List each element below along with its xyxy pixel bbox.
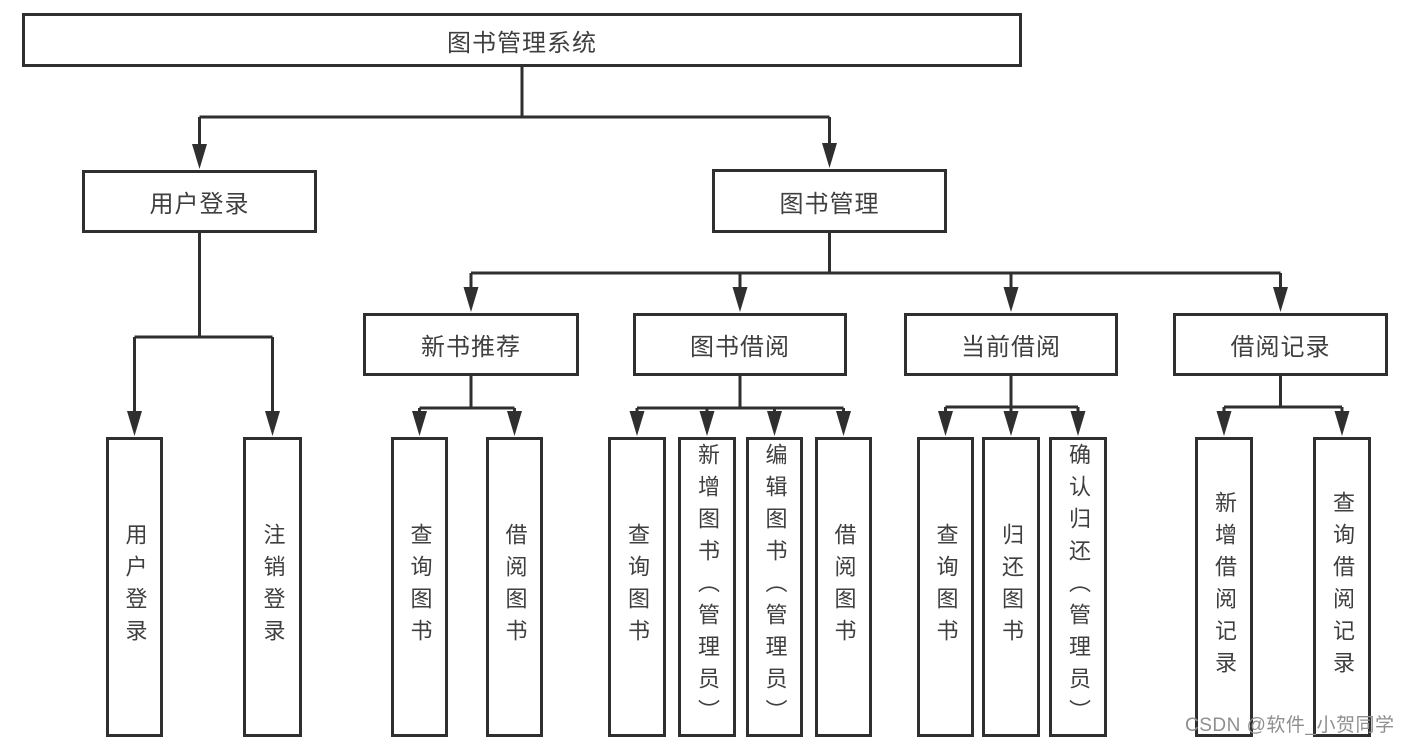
arrowhead-icon bbox=[1003, 411, 1019, 436]
node-leaf-return-book: 归还图书 bbox=[982, 437, 1040, 737]
node-label-leaf-query-book-2: 查询图书 bbox=[625, 523, 650, 651]
node-leaf-query-book-2: 查询图书 bbox=[608, 437, 666, 737]
arrowhead-icon bbox=[1003, 287, 1019, 312]
node-label-leaf-query-borrow-rec: 查询借阅记录 bbox=[1330, 491, 1355, 683]
node-label-leaf-query-book-1: 查询图书 bbox=[407, 523, 433, 651]
node-label-leaf-logout: 注销登录 bbox=[260, 523, 286, 651]
arrowhead-icon bbox=[127, 411, 142, 436]
node-label-leaf-borrow-book-1: 借阅图书 bbox=[502, 523, 528, 651]
node-label-current-borrow: 当前借阅 bbox=[961, 334, 1061, 361]
node-leaf-query-borrow-rec: 查询借阅记录 bbox=[1313, 437, 1371, 737]
arrowhead-icon bbox=[192, 144, 207, 169]
node-label-leaf-add-book: 新增图书（管理员） bbox=[695, 443, 720, 731]
node-leaf-edit-book: 编辑图书（管理员） bbox=[746, 437, 803, 737]
node-label-book-mgmt: 图书管理 bbox=[779, 190, 880, 218]
node-label-borrow-record: 借阅记录 bbox=[1230, 334, 1331, 361]
arrowhead-icon bbox=[732, 287, 748, 312]
node-leaf-add-borrow-rec: 新增借阅记录 bbox=[1195, 437, 1253, 737]
node-new-book-rec: 新书推荐 bbox=[363, 313, 579, 376]
arrowhead-icon bbox=[629, 411, 645, 436]
node-label-user-login: 用户登录 bbox=[149, 191, 250, 218]
node-label-leaf-confirm-return: 确认归还（管理员） bbox=[1066, 443, 1091, 731]
node-leaf-borrow-book-2: 借阅图书 bbox=[815, 437, 872, 737]
node-root: 图书管理系统 bbox=[22, 13, 1022, 67]
arrowhead-icon bbox=[836, 411, 851, 436]
arrowhead-icon bbox=[412, 411, 427, 436]
arrowhead-icon bbox=[822, 143, 837, 168]
node-label-leaf-edit-book: 编辑图书（管理员） bbox=[762, 443, 788, 731]
node-label-new-book-rec: 新书推荐 bbox=[421, 334, 521, 361]
node-user-login: 用户登录 bbox=[82, 170, 317, 233]
node-label-leaf-borrow-book-2: 借阅图书 bbox=[831, 523, 857, 651]
node-borrow-record: 借阅记录 bbox=[1173, 313, 1388, 376]
node-label-leaf-query-book-3: 查询图书 bbox=[933, 523, 959, 651]
watermark: CSDN @软件_小贺同学 bbox=[1185, 715, 1395, 736]
node-label-book-borrow: 图书借阅 bbox=[690, 334, 790, 361]
arrowhead-icon bbox=[938, 411, 953, 436]
arrowhead-icon bbox=[507, 411, 522, 436]
arrowhead-icon bbox=[1216, 411, 1232, 436]
node-leaf-borrow-book-1: 借阅图书 bbox=[486, 437, 543, 737]
arrowhead-icon bbox=[699, 411, 715, 436]
arrowhead-icon bbox=[463, 287, 479, 312]
node-book-mgmt: 图书管理 bbox=[712, 169, 947, 233]
node-leaf-logout: 注销登录 bbox=[243, 437, 302, 737]
node-current-borrow: 当前借阅 bbox=[904, 313, 1118, 376]
arrowhead-icon bbox=[265, 411, 280, 436]
node-label-leaf-add-borrow-rec: 新增借阅记录 bbox=[1212, 491, 1237, 683]
node-leaf-add-book: 新增图书（管理员） bbox=[678, 437, 736, 737]
node-label-leaf-user-login: 用户登录 bbox=[122, 523, 148, 651]
arrowhead-icon bbox=[767, 411, 782, 436]
node-book-borrow: 图书借阅 bbox=[633, 313, 847, 376]
arrowhead-icon bbox=[1070, 411, 1086, 436]
node-leaf-query-book-3: 查询图书 bbox=[917, 437, 974, 737]
node-label-leaf-return-book: 归还图书 bbox=[999, 523, 1024, 651]
node-label-root: 图书管理系统 bbox=[447, 29, 597, 57]
arrowhead-icon bbox=[1273, 287, 1288, 312]
node-leaf-query-book-1: 查询图书 bbox=[391, 437, 448, 737]
node-leaf-confirm-return: 确认归还（管理员） bbox=[1049, 437, 1107, 737]
arrowhead-icon bbox=[1334, 411, 1350, 436]
node-leaf-user-login: 用户登录 bbox=[106, 437, 163, 737]
